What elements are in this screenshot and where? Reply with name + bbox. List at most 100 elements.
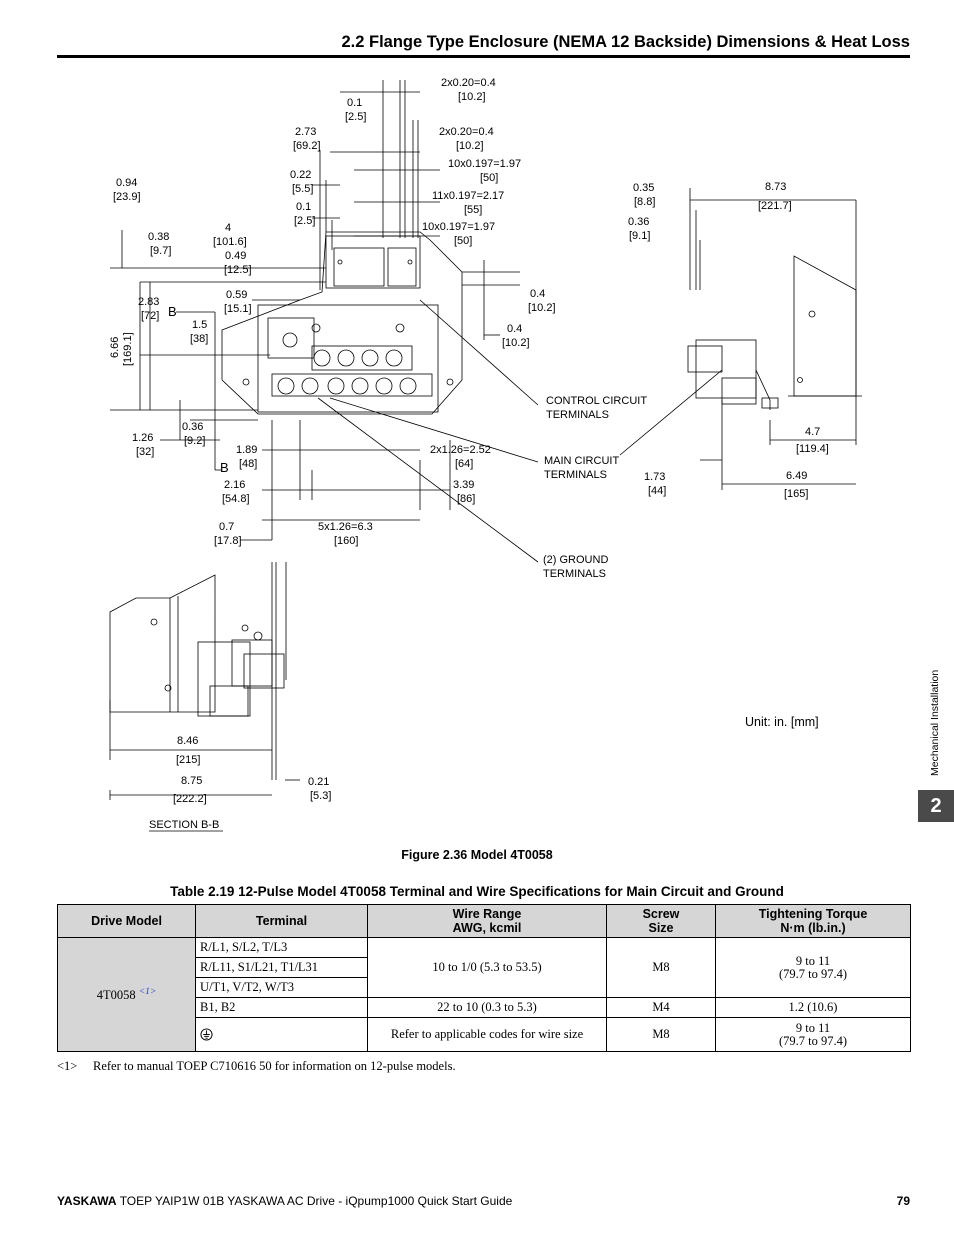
dim-label: [222.2] — [173, 793, 207, 805]
callout-control-circuit: CONTROL CIRCUIT — [546, 395, 647, 407]
dim-label: [72] — [141, 310, 159, 322]
dim-label: [5.3] — [310, 790, 331, 802]
dim-label: [50] — [454, 235, 472, 247]
figure-caption: Figure 2.36 Model 4T0058 — [401, 848, 553, 862]
dim-label: 0.21 — [308, 776, 329, 788]
dim-label: 0.35 — [633, 182, 654, 194]
dim-label: 8.73 — [765, 181, 786, 193]
torque-cell: 9 to 11(79.7 to 97.4) — [715, 1017, 911, 1052]
dim-label: [5.5] — [292, 183, 313, 195]
dim-label: [54.8] — [222, 493, 250, 505]
header-drive-model: Drive Model — [57, 904, 196, 938]
dim-label: 8.46 — [177, 735, 198, 747]
dim-label: 0.22 — [290, 169, 311, 181]
terminal-cell: B1, B2 — [195, 997, 368, 1018]
section-mark-top: B — [168, 304, 177, 319]
table-row: Refer to applicable codes for wire size … — [58, 1017, 911, 1052]
dim-label: [38] — [190, 333, 208, 345]
dim-label: [160] — [334, 535, 358, 547]
dim-label: 1.89 — [236, 444, 257, 456]
dim-label: [9.7] — [150, 245, 171, 257]
dim-label: 0.7 — [219, 521, 234, 533]
page-title: 2.2 Flange Type Enclosure (NEMA 12 Backs… — [341, 33, 910, 51]
dim-label: [15.1] — [224, 303, 252, 315]
dim-label: [9.2] — [184, 435, 205, 447]
table-title: Table 2.19 12-Pulse Model 4T0058 Termina… — [170, 884, 784, 899]
callout-control-circuit: TERMINALS — [546, 409, 609, 421]
page-footer: YASKAWA TOEP YAIP1W 01B YASKAWA AC Drive… — [57, 1194, 910, 1208]
dim-label: [86] — [457, 493, 475, 505]
chapter-number-tab[interactable]: 2 — [918, 790, 954, 822]
dim-label: 4 — [225, 222, 231, 234]
dim-label: [101.6] — [213, 236, 247, 248]
dim-label: 0.49 — [225, 250, 246, 262]
dim-label: 10x0.197=1.97 — [422, 221, 495, 233]
ground-icon — [200, 1028, 213, 1041]
callout-main-circuit: TERMINALS — [544, 469, 607, 481]
dim-label: 2.73 — [295, 126, 316, 138]
header-divider — [57, 55, 910, 58]
dim-label: [2.5] — [345, 111, 366, 123]
dim-label: 10x0.197=1.97 — [448, 158, 521, 170]
dim-label: [10.2] — [458, 91, 486, 103]
dim-label: [9.1] — [629, 230, 650, 242]
dim-label: [221.7] — [758, 200, 792, 212]
dim-label: 0.36 — [182, 421, 203, 433]
dim-label: 1.26 — [132, 432, 153, 444]
callout-ground: (2) GROUND — [543, 554, 608, 566]
terminal-cell: R/L1, S/L2, T/L3 — [195, 937, 368, 958]
dim-label: 5x1.26=6.3 — [318, 521, 373, 533]
page-number: 79 — [896, 1194, 910, 1208]
drive-model-cell: 4T0058 <1> — [57, 937, 196, 1052]
dim-label: 8.75 — [181, 775, 202, 787]
screw-size-cell: M8 — [606, 1017, 716, 1052]
dim-label: 2.16 — [224, 479, 245, 491]
dim-label: 2.83 — [138, 296, 159, 308]
torque-cell: 1.2 (10.6) — [715, 997, 911, 1018]
screw-size-cell: M4 — [606, 997, 716, 1018]
dim-label: [23.9] — [113, 191, 141, 203]
dim-label: 6.66 — [109, 337, 121, 358]
dim-label: 0.38 — [148, 231, 169, 243]
dim-label: 0.4 — [507, 323, 522, 335]
wire-range-cell: Refer to applicable codes for wire size — [367, 1017, 607, 1052]
dim-label: 4.7 — [805, 426, 820, 438]
footnote-link[interactable]: <1> — [138, 987, 157, 998]
dim-label: [215] — [176, 754, 200, 766]
dim-label: [44] — [648, 485, 666, 497]
dim-label: 0.1 — [296, 201, 311, 213]
chapter-tab-label: Mechanical Installation — [929, 669, 941, 776]
dim-label: 6.49 — [786, 470, 807, 482]
dimension-drawing: 2x0.20=0.4 [10.2] 0.1 [2.5] 2.73 [69.2] … — [109, 77, 862, 832]
dim-label: 11x0.197=2.17 — [432, 190, 504, 202]
footer-text: TOEP YAIP1W 01B YASKAWA AC Drive - iQpum… — [116, 1194, 513, 1208]
footnote-text: Refer to manual TOEP C710616 50 for info… — [93, 1059, 456, 1073]
dim-label: [8.8] — [634, 196, 655, 208]
dim-label: [119.4] — [796, 443, 829, 455]
dim-label: 0.59 — [226, 289, 247, 301]
dim-label: 3.39 — [453, 479, 474, 491]
dim-label: [17.8] — [214, 535, 242, 547]
terminal-cell — [195, 1017, 368, 1052]
dim-label: [50] — [480, 172, 498, 184]
section-label: SECTION B-B — [149, 819, 219, 831]
dim-label: 0.1 — [347, 97, 362, 109]
unit-note: Unit: in. [mm] — [745, 715, 819, 729]
dim-label: [10.2] — [456, 140, 484, 152]
header-terminal: Terminal — [195, 904, 368, 938]
dim-label: [10.2] — [528, 302, 556, 314]
dim-label: 2x0.20=0.4 — [439, 126, 494, 138]
dim-label: [165] — [784, 488, 808, 500]
terminal-cell: U/T1, V/T2, W/T3 — [195, 977, 368, 998]
torque-cell: 9 to 11(79.7 to 97.4) — [715, 937, 911, 998]
dim-label: [169.1] — [122, 332, 134, 366]
dim-label: [2.5] — [294, 215, 315, 227]
dim-label: 0.36 — [628, 216, 649, 228]
table-row: 4T0058 <1> R/L1, S/L2, T/L3 10 to 1/0 (5… — [57, 937, 911, 1052]
dim-label: [32] — [136, 446, 154, 458]
footnote-mark: <1> — [57, 1059, 78, 1073]
footer-brand: YASKAWA — [57, 1194, 117, 1208]
